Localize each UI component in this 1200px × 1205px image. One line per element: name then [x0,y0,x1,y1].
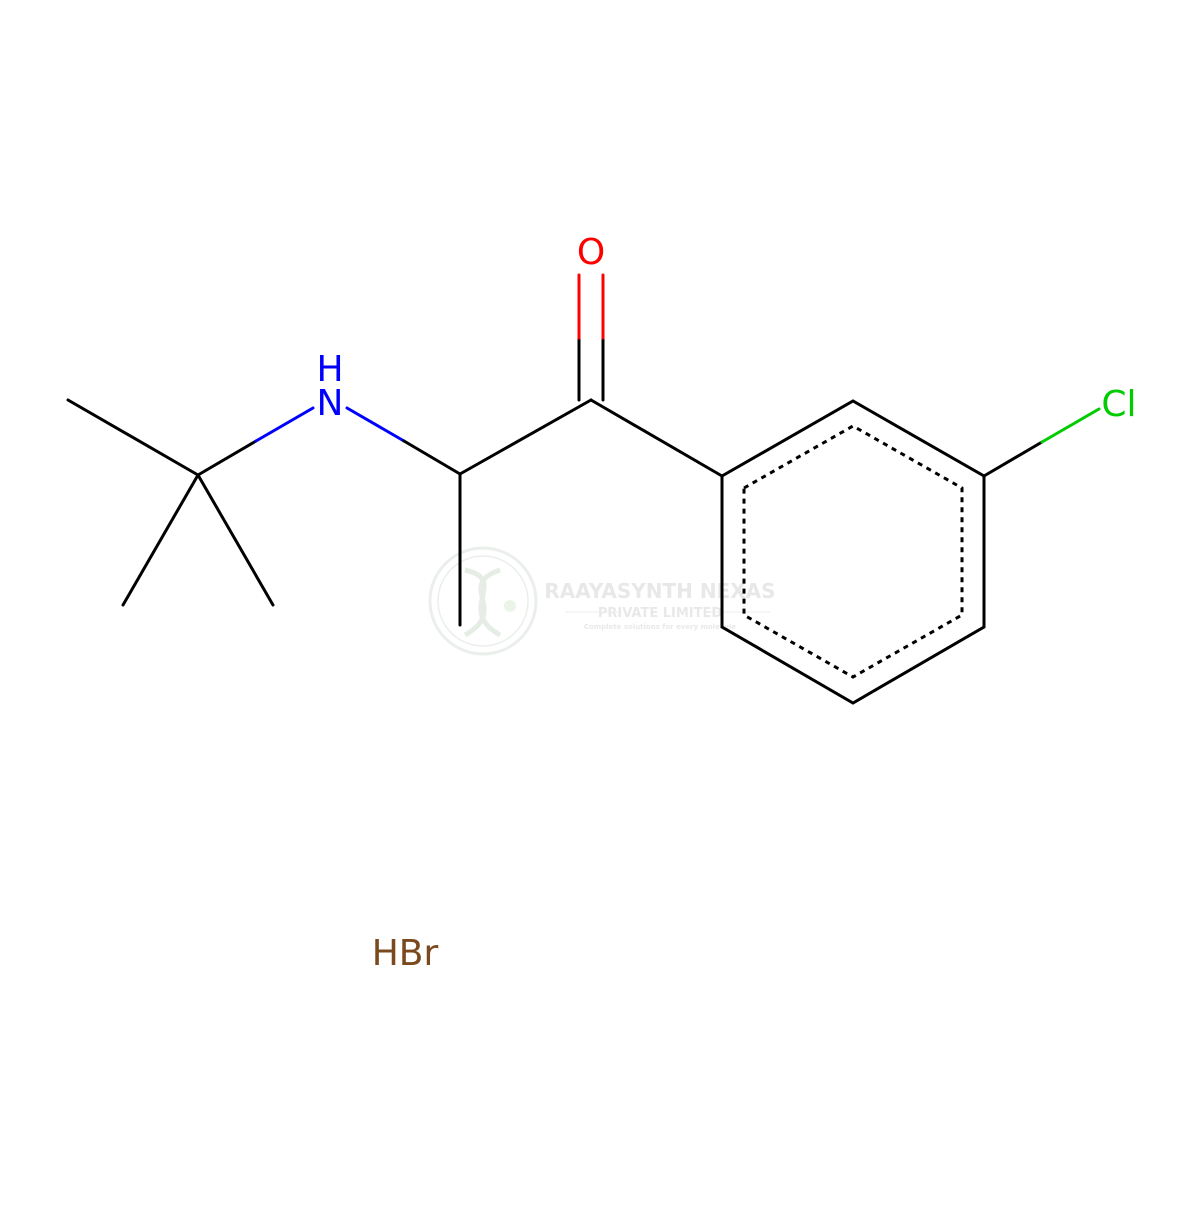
bond-calpha-carbonyl [458,398,593,476]
nitrogen-h-label: H [316,349,343,390]
bond-n-calpha-black [402,439,462,476]
bond-methyl-a [66,398,200,477]
bond-n-calpha-blue [345,406,406,443]
benzene-ring [720,399,986,705]
bond-tbu-n-blue [254,406,315,443]
aromatic-circle [742,424,964,679]
watermark-tagline: Complete solutions for every molecule [584,623,736,631]
chlorine-label: Cl [1101,384,1136,425]
salt-label: HBr [372,933,439,974]
watermark-dot-icon [504,600,516,612]
watermark-ring [428,546,538,656]
bond-c-cl-black [982,440,1044,478]
nitrogen-label: N [317,383,344,424]
oxygen-label: O [577,232,605,273]
bond-carbonyl-ring [589,398,724,478]
bond-methyl-c [196,473,275,607]
watermark: RAAYASYNTH NEXAS PRIVATE LIMITED Complet… [428,546,776,656]
watermark-subtitle: PRIVATE LIMITED [598,606,723,621]
bond-methyl-b [121,473,200,607]
bond-c-cl-green [1040,407,1101,444]
bond-tbu-n-black [196,439,258,477]
watermark-company: RAAYASYNTH NEXAS [544,579,775,603]
watermark-inner-ring [437,555,529,647]
dna-helix-icon [463,567,502,638]
